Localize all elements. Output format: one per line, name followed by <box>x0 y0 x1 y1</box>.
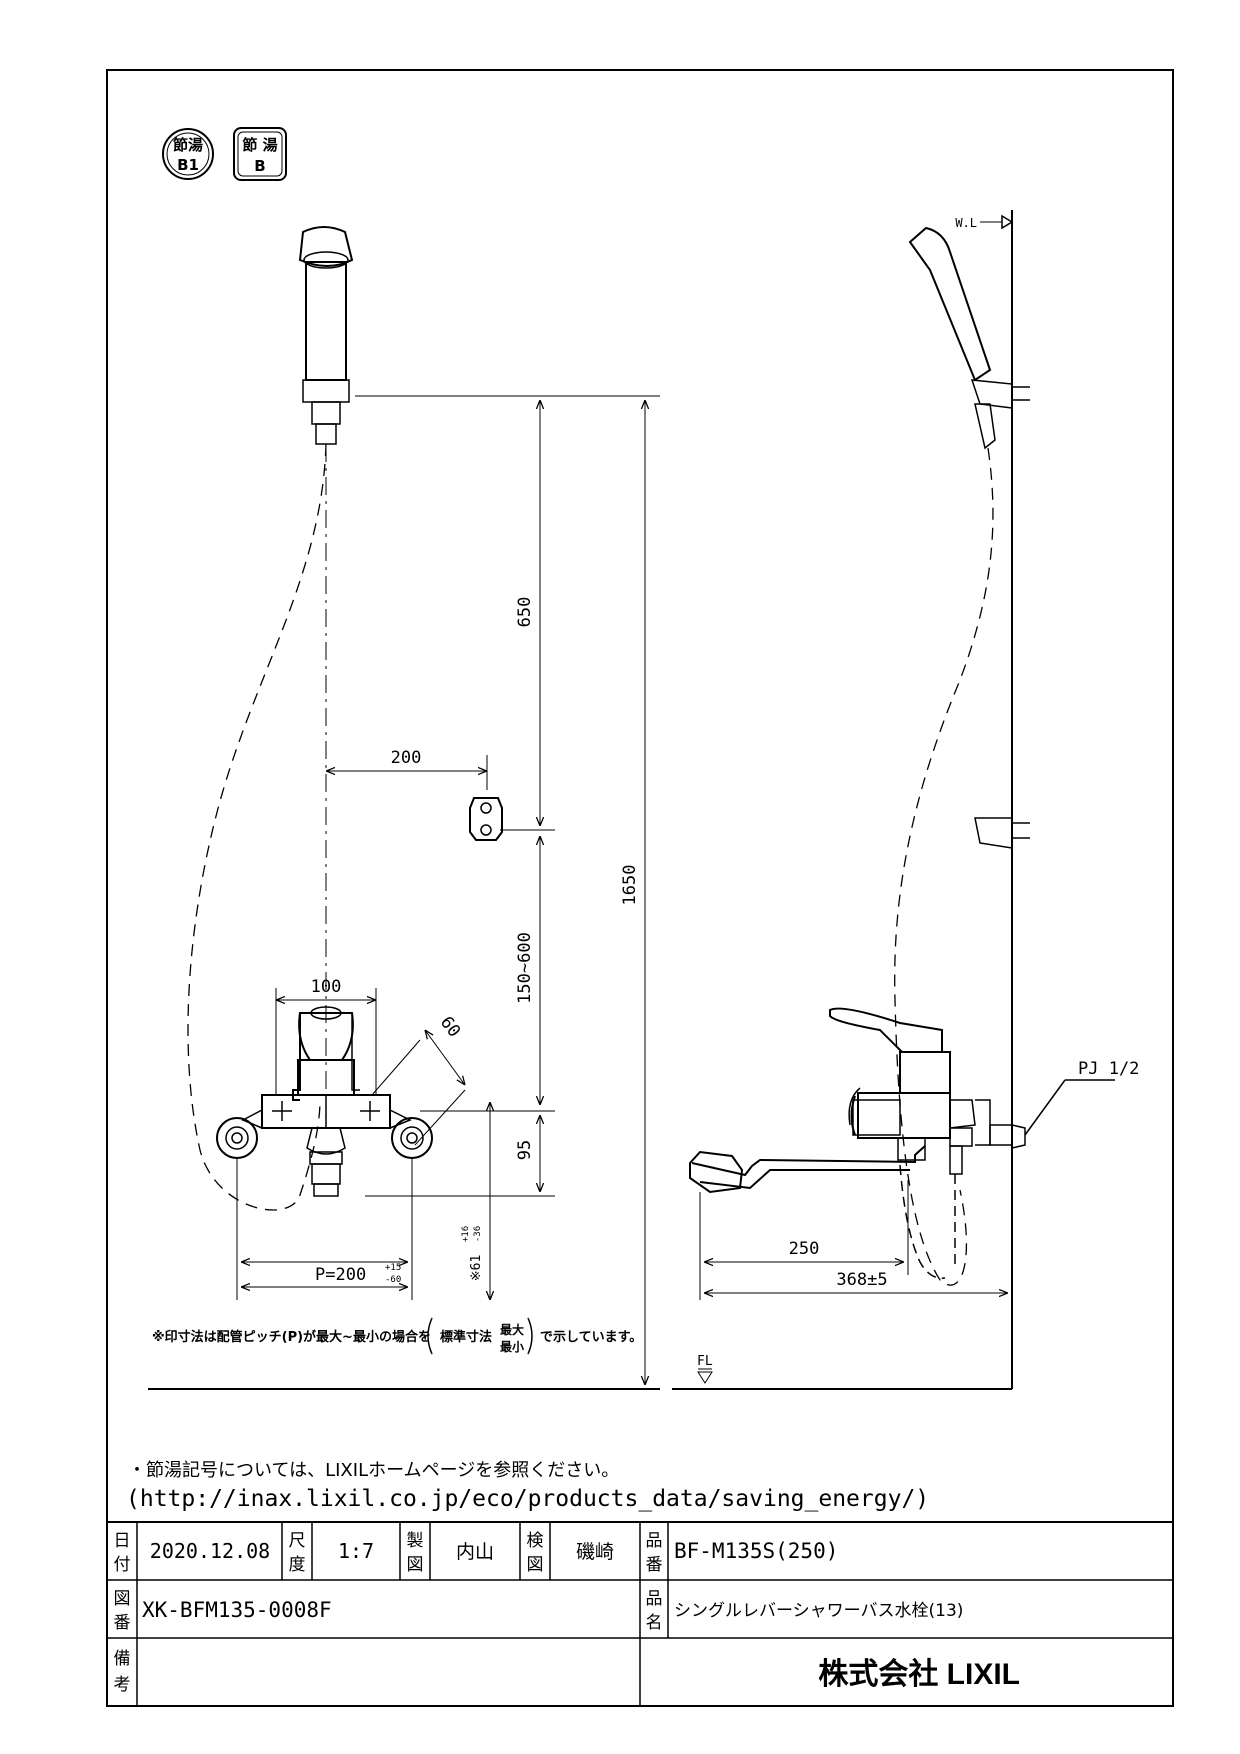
svg-text:B1: B1 <box>177 156 199 174</box>
svg-text:で示しています。: で示しています。 <box>540 1330 642 1345</box>
dim-60: 60 <box>436 1013 464 1041</box>
svg-text:度: 度 <box>289 1555 306 1575</box>
pitch-tol-lower: -60 <box>385 1275 401 1285</box>
svg-text:番: 番 <box>114 1613 131 1633</box>
svg-text:付: 付 <box>114 1555 131 1575</box>
front-dimensions <box>148 395 660 1390</box>
svg-text:標準寸法: 標準寸法 <box>440 1329 492 1345</box>
dim-650: 650 <box>515 597 535 628</box>
svg-text:考: 考 <box>114 1675 131 1695</box>
dim-61-tol-lower: -36 <box>473 1226 483 1242</box>
svg-text:製: 製 <box>407 1531 424 1551</box>
dim-150-600: 150~600 <box>515 932 535 1004</box>
dim-95: 95 <box>515 1140 535 1160</box>
svg-text:尺: 尺 <box>289 1531 306 1551</box>
svg-text:B: B <box>254 157 265 175</box>
pitch-label: P=200 <box>315 1265 366 1285</box>
svg-text:検: 検 <box>527 1531 544 1551</box>
saving-water-badge-b1: 節湯 B1 <box>162 128 214 180</box>
svg-text:日: 日 <box>114 1531 131 1551</box>
floor-label: FL <box>697 1354 713 1369</box>
svg-text:品: 品 <box>646 1589 663 1609</box>
dim-61: ※61 <box>469 1255 484 1282</box>
side-dimension-labels: W.L PJ 1/2 250 368±5 FL <box>697 216 1139 1369</box>
svg-text:品: 品 <box>646 1531 663 1551</box>
product-no-value: BF-M135S(250) <box>674 1539 838 1563</box>
svg-text:※印寸法は配管ピッチ(P)が最大~最小の場合を: ※印寸法は配管ピッチ(P)が最大~最小の場合を <box>152 1329 431 1345</box>
scale-value: 1:7 <box>338 1539 374 1563</box>
checked-by-value: 磯崎 <box>576 1541 614 1563</box>
wall-line-label: W.L <box>955 216 977 230</box>
svg-text:節湯: 節湯 <box>173 136 203 154</box>
front-view <box>187 226 503 1300</box>
title-block <box>107 1521 1173 1706</box>
front-dimension-labels: 650 1650 200 150~600 100 60 95 ※61 +16 -… <box>311 597 640 1285</box>
svg-text:名: 名 <box>646 1613 663 1633</box>
drawing-no-value: XK-BFM135-0008F <box>142 1598 332 1622</box>
dim-250: 250 <box>789 1239 820 1259</box>
footnote: ・節湯記号については、LIXILホームページを参照ください。 (http://i… <box>126 1460 929 1512</box>
svg-text:最大: 最大 <box>500 1322 524 1337</box>
dim-1650: 1650 <box>620 865 640 906</box>
svg-text:図: 図 <box>527 1555 544 1575</box>
footnote-line2: (http://inax.lixil.co.jp/eco/products_da… <box>126 1486 929 1512</box>
saving-water-badge-b: 節 湯 B <box>233 127 287 181</box>
dim-368: 368±5 <box>836 1270 887 1290</box>
dim-61-tol-upper: +16 <box>461 1226 471 1242</box>
side-dimensions <box>672 1180 1012 1390</box>
product-name-value: シングルレバーシャワーバス水栓(13) <box>674 1601 963 1621</box>
dimension-note: ※印寸法は配管ピッチ(P)が最大~最小の場合を 標準寸法 最大 最小 で示してい… <box>152 1317 642 1355</box>
title-block-text: 日 付 尺 度 製 図 検 図 品 番 図 番 品 名 備 考 2020.12.… <box>114 1531 1021 1695</box>
svg-text:図: 図 <box>407 1555 424 1575</box>
dim-200: 200 <box>391 748 422 768</box>
footnote-line1: ・節湯記号については、LIXILホームページを参照ください。 <box>128 1460 619 1481</box>
side-view <box>689 210 1115 1389</box>
pipe-size-label: PJ 1/2 <box>1078 1059 1139 1079</box>
svg-text:節 湯: 節 湯 <box>242 136 277 154</box>
svg-text:図: 図 <box>114 1589 131 1609</box>
pitch-tol-upper: +15 <box>385 1263 401 1273</box>
svg-text:最小: 最小 <box>500 1339 524 1354</box>
svg-text:番: 番 <box>646 1555 663 1575</box>
svg-text:備: 備 <box>114 1649 131 1669</box>
drawn-by-value: 内山 <box>456 1541 494 1563</box>
date-value: 2020.12.08 <box>150 1539 270 1563</box>
company-name: 株式会社 LIXIL <box>818 1658 1020 1691</box>
dim-100: 100 <box>311 977 342 997</box>
